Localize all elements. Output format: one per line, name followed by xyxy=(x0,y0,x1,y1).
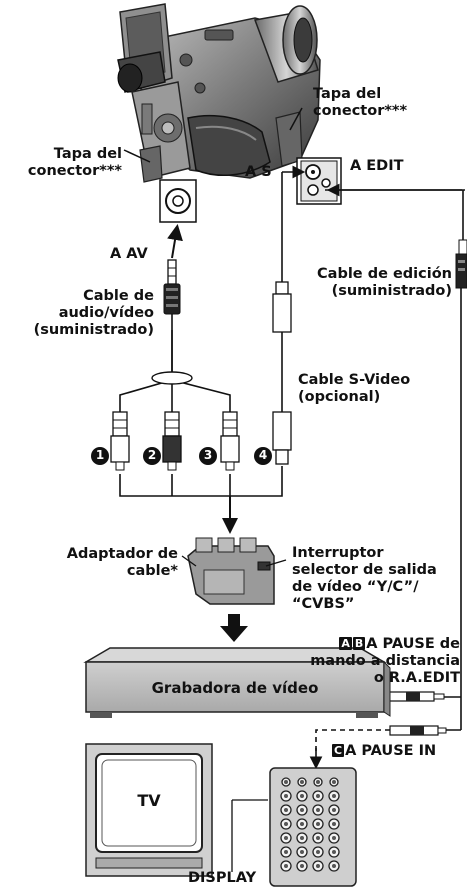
number-label-2: 2 xyxy=(147,448,157,462)
number-circle-2 xyxy=(143,447,161,465)
av-mini-plug xyxy=(163,259,181,315)
label-a-s: A S xyxy=(245,164,272,180)
remote-button-center xyxy=(332,864,336,868)
leader-line-tapa-right xyxy=(289,107,303,131)
remote-button-center xyxy=(300,822,304,826)
av-jack-panel xyxy=(159,179,197,223)
svideo-plug-bottom xyxy=(272,411,292,465)
label-adaptador-cable: Adaptador de cable* xyxy=(66,546,178,579)
number-circle-3 xyxy=(199,447,217,465)
remote-button-center xyxy=(284,780,288,784)
label-tv: TV xyxy=(137,791,161,810)
leader-line-adaptador xyxy=(181,555,197,567)
remote-button-center xyxy=(300,836,304,840)
label-cable-audio-video: Cable de audio/vídeo (suministrado) xyxy=(33,288,154,338)
label-tapa-conector-left: Tapa del conector*** xyxy=(27,146,122,179)
camcorder-illustration xyxy=(117,3,321,183)
rca-plug-2 xyxy=(162,411,182,471)
remote-button-center xyxy=(316,780,320,784)
number-label-1: 1 xyxy=(95,448,105,462)
vcr-illustration xyxy=(83,647,391,718)
remote-button-center xyxy=(284,808,288,812)
remote-button-center xyxy=(300,808,304,812)
av-arrow xyxy=(167,224,183,259)
badge-b: B xyxy=(352,637,366,650)
remote-button-center xyxy=(284,822,288,826)
remote-button-center xyxy=(284,850,288,854)
remote-button-center xyxy=(332,836,336,840)
cable-adapter-illustration xyxy=(187,537,275,605)
remote-button-center xyxy=(332,822,336,826)
plug-bracket xyxy=(119,466,283,497)
label-tapa-conector-right: Tapa del conector*** xyxy=(313,86,408,119)
label-pause-in-text: A PAUSE IN xyxy=(345,743,437,759)
label-a-edit: A EDIT xyxy=(350,158,404,174)
remote-button-center xyxy=(284,836,288,840)
label-interruptor-selector: Interruptor selector de salida de vídeo … xyxy=(292,545,437,612)
label-pause-de: A PAUSE de xyxy=(366,636,460,652)
remote-button-center xyxy=(300,864,304,868)
label-display: DISPLAY xyxy=(188,870,257,886)
big-down-arrow xyxy=(220,614,248,642)
remote-button-center xyxy=(316,808,320,812)
label-cable-edicion: Cable de edición (suministrado) xyxy=(317,266,452,299)
pause-plug-remote xyxy=(389,725,447,736)
rca-plug-1 xyxy=(110,411,130,471)
label-grabadora-video: Grabadora de vídeo xyxy=(151,679,319,697)
remote-button-center xyxy=(300,780,304,784)
leader-line-interruptor xyxy=(265,559,287,567)
remote-button-center xyxy=(316,850,320,854)
remote-button-center xyxy=(300,794,304,798)
remote-button-center xyxy=(284,794,288,798)
leader-line-tapa-left xyxy=(123,149,151,163)
label-pause-remote-rest: mando a distancia o R.A.EDIT xyxy=(310,653,460,686)
number-circle-1 xyxy=(91,447,109,465)
edit-cable-plug-top xyxy=(455,239,467,289)
number-label-3: 3 xyxy=(203,448,213,462)
remote-button-center xyxy=(300,850,304,854)
remote-button-center xyxy=(332,780,336,784)
number-label-4: 4 xyxy=(258,448,268,462)
label-a-av: A AV xyxy=(110,246,148,262)
pause-plug-vcr xyxy=(383,691,461,702)
rca-plug-3 xyxy=(220,411,240,471)
remote-button-center xyxy=(332,850,336,854)
s-edit-jack-panel xyxy=(296,157,342,205)
remote-button-center xyxy=(332,794,336,798)
remote-control-illustration xyxy=(269,767,357,887)
label-cable-svideo: Cable S-Video (opcional) xyxy=(298,372,411,405)
remote-button-center xyxy=(316,864,320,868)
badge-c: C xyxy=(332,744,345,757)
remote-button-center xyxy=(284,864,288,868)
number-circle-4 xyxy=(254,447,272,465)
remote-button-center xyxy=(316,794,320,798)
remote-button-center xyxy=(316,822,320,826)
tv-illustration xyxy=(85,743,213,877)
remote-button-center xyxy=(316,836,320,840)
svideo-plug-top xyxy=(272,281,292,333)
remote-button-center xyxy=(332,808,336,812)
pause-dashed-to-remote xyxy=(315,729,390,752)
badge-a: A xyxy=(339,637,352,650)
